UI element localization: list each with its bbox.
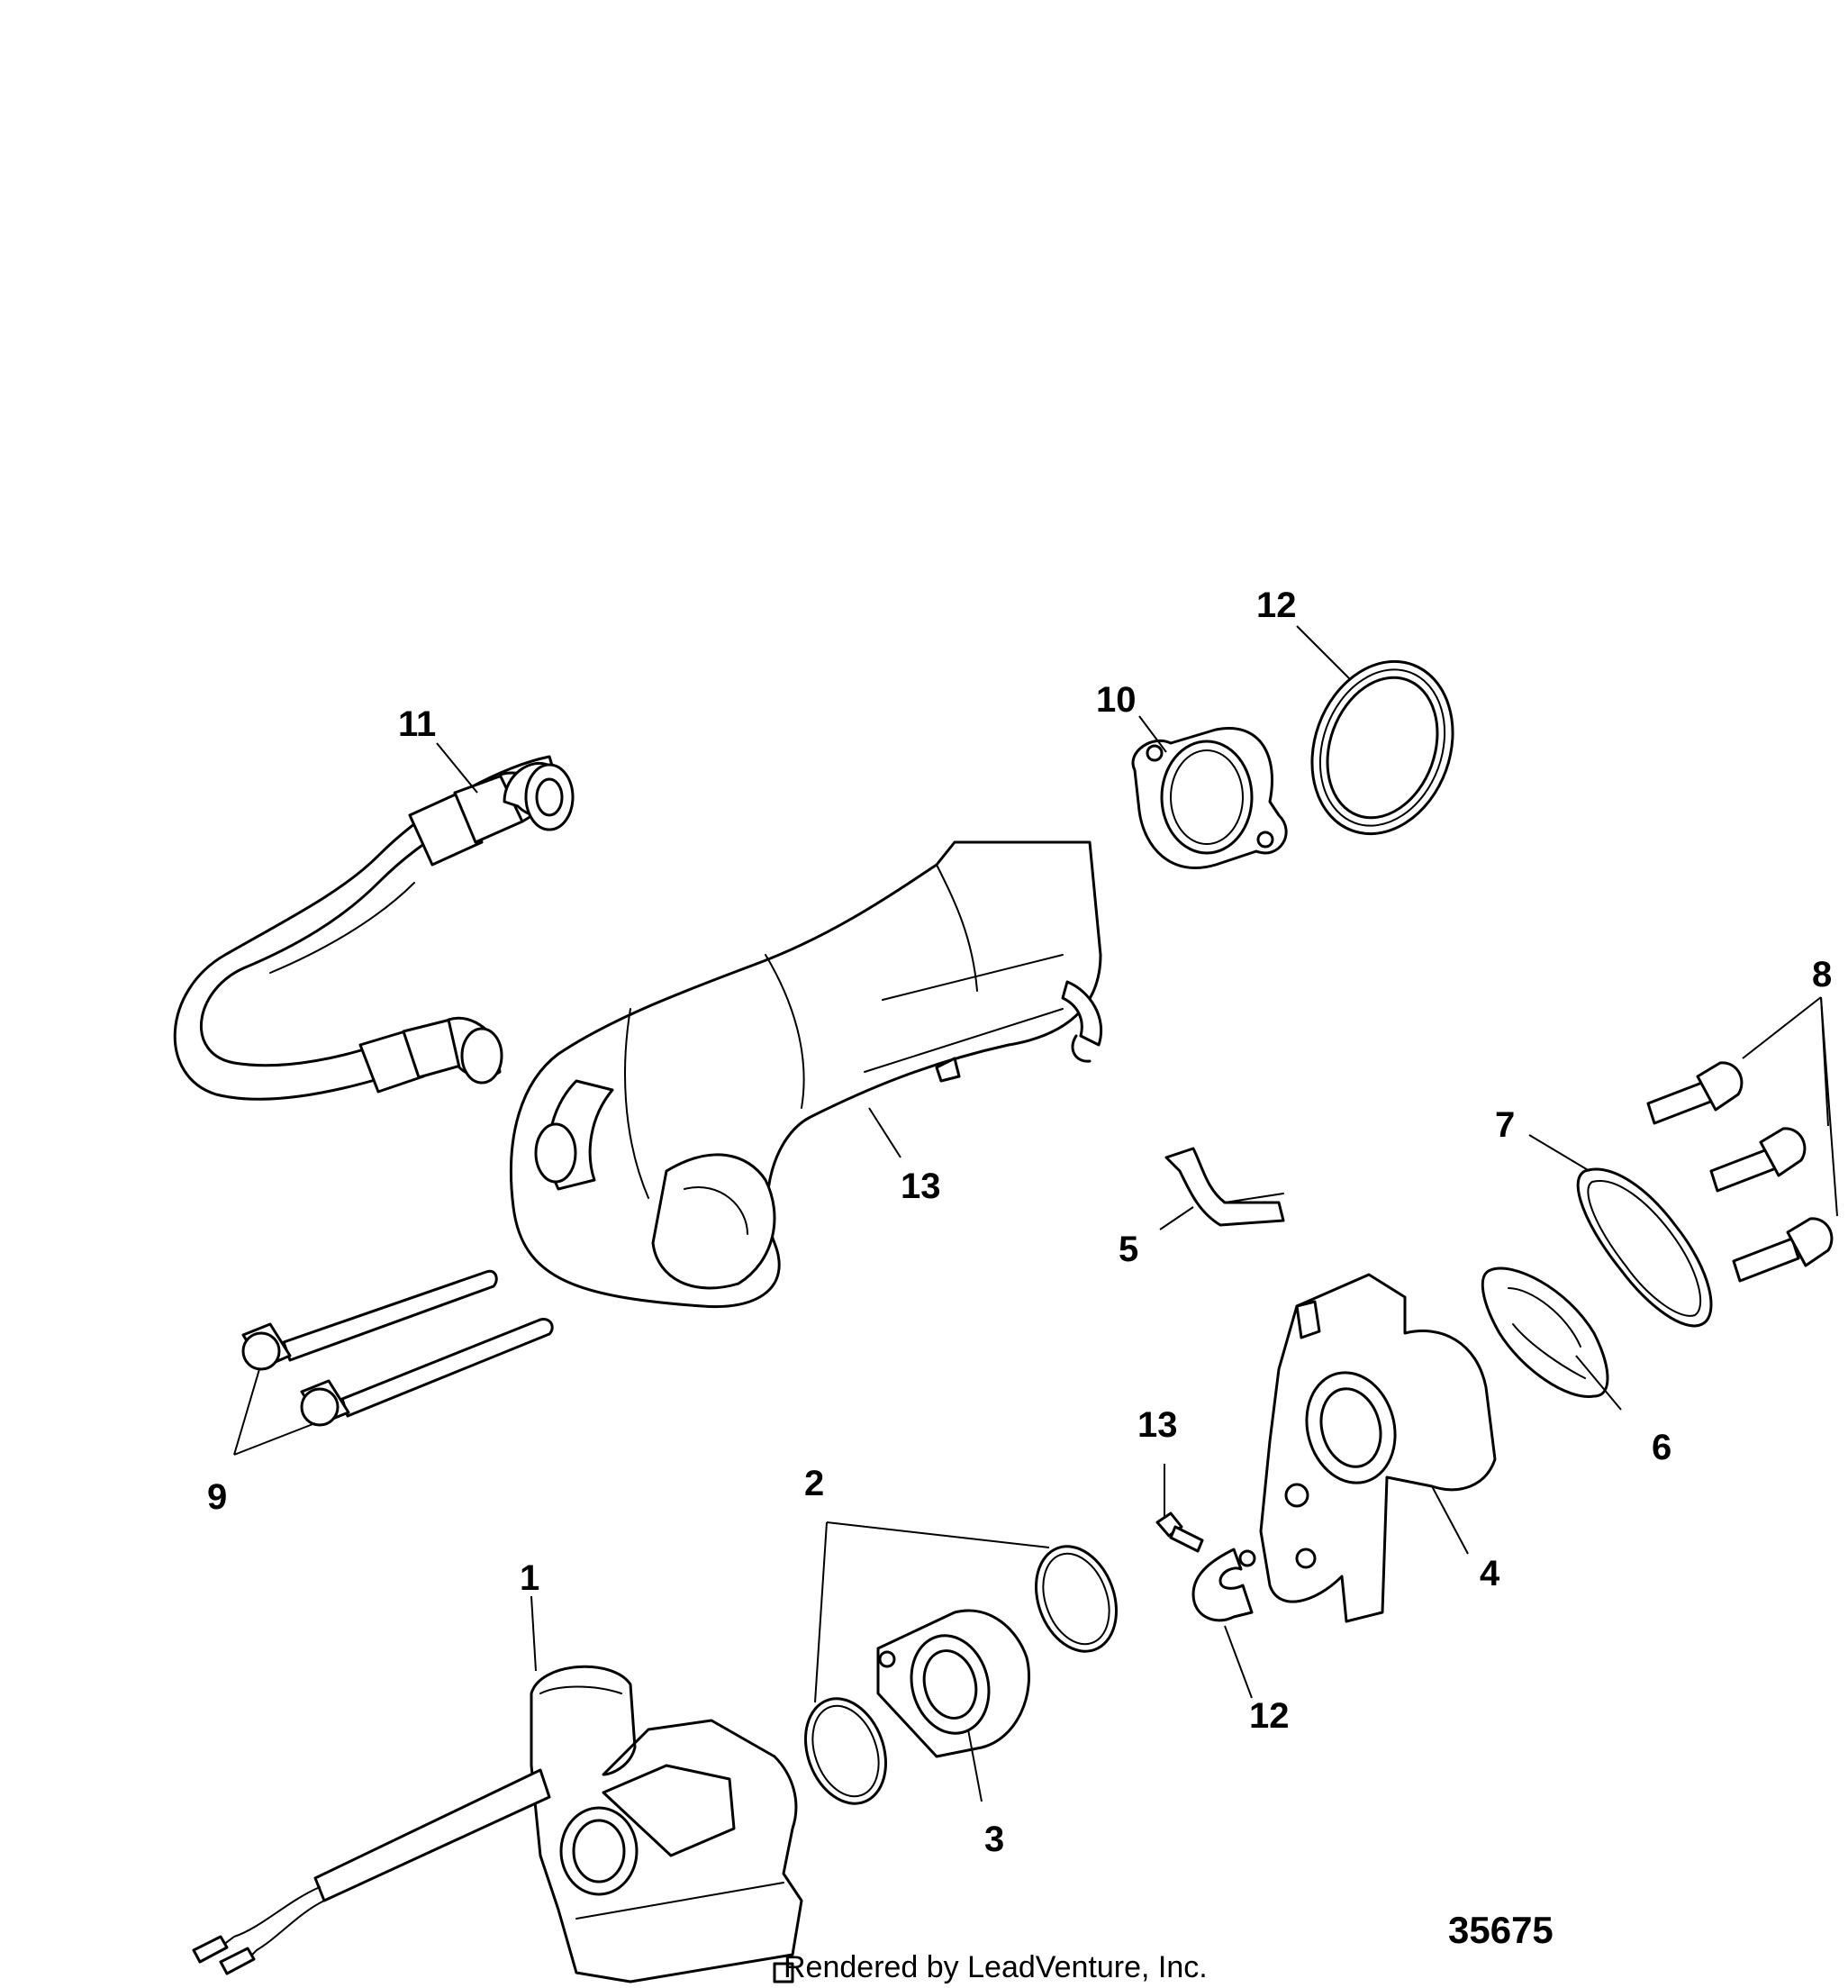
callout-13-screw: 13 xyxy=(1137,1405,1178,1445)
part-2-o-rings xyxy=(804,1545,1118,1805)
part-10-flange xyxy=(1131,727,1288,870)
callout-9: 9 xyxy=(207,1477,227,1517)
part-13-screw xyxy=(1155,1511,1204,1553)
callout-5: 5 xyxy=(1119,1230,1138,1269)
callout-10: 10 xyxy=(1096,680,1137,720)
leader-lines xyxy=(233,625,1838,1802)
part-12-ring-seal-top xyxy=(1310,659,1454,836)
part-13-elbow-housing xyxy=(510,840,1103,1309)
part-8-bolts xyxy=(1646,1061,1834,1283)
callout-labels: 11 10 12 13 8 7 5 6 4 13 12 9 2 3 1 xyxy=(207,586,1832,1859)
callout-11: 11 xyxy=(398,704,436,744)
part-12-clamp-lower xyxy=(1191,1548,1256,1622)
part-6-gasket xyxy=(1481,1266,1609,1398)
callout-4: 4 xyxy=(1480,1554,1500,1593)
part-9-bolts xyxy=(241,1269,554,1427)
callout-12-lower: 12 xyxy=(1249,1696,1290,1736)
part-5-clip xyxy=(1164,1147,1285,1227)
diagram-number: 35675 xyxy=(1448,1909,1554,1951)
callout-6: 6 xyxy=(1652,1428,1671,1467)
callout-1: 1 xyxy=(520,1558,539,1598)
part-4-bracket xyxy=(1259,1273,1497,1623)
callout-8: 8 xyxy=(1812,955,1832,994)
part-11-hose xyxy=(173,755,575,1101)
footer-credit: Rendered by LeadVenture, Inc. xyxy=(784,1950,1208,1984)
callout-13-elbow: 13 xyxy=(901,1166,941,1206)
callout-12-top: 12 xyxy=(1256,586,1297,625)
callout-2: 2 xyxy=(804,1464,824,1503)
callout-7: 7 xyxy=(1495,1105,1515,1145)
callout-3: 3 xyxy=(984,1820,1004,1859)
part-1-throttle-body xyxy=(192,1665,803,1983)
part-3-adapter xyxy=(876,1609,1031,1758)
part-7-gasket xyxy=(1576,1167,1713,1328)
